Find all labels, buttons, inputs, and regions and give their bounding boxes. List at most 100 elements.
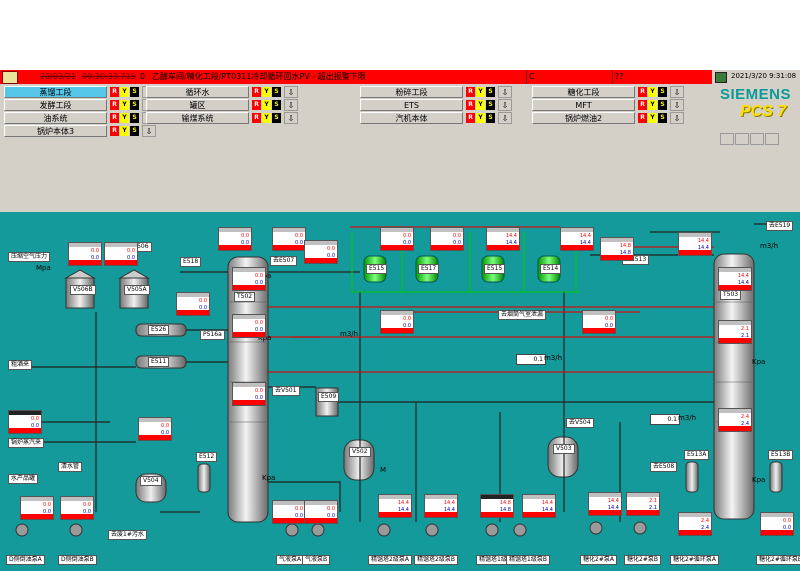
v503-label[interactable]: V503 [553,444,575,454]
e517-label[interactable]: E517 [418,264,440,274]
pump-label[interactable]: D侧倒油泵B [58,555,97,565]
open-area-icon[interactable]: ⇩ [498,112,512,124]
e512-label[interactable]: E512 [196,452,218,462]
area-label[interactable]: 罐区 [146,99,249,111]
toolbar-button-2[interactable] [735,133,749,145]
pump-label[interactable]: D侧倒油泵A [6,555,45,565]
p516a-label[interactable]: P516a [200,330,225,340]
open-area-icon[interactable]: ⇩ [498,86,512,98]
area-label[interactable]: 汽机本体 [360,112,463,124]
open-area-icon[interactable]: ⇩ [284,86,298,98]
e515-label[interactable]: E515 [366,264,388,274]
area-label[interactable]: 糖化工段 [532,86,635,98]
pump-label[interactable]: 糖化2#泵A [580,555,617,565]
open-area-icon[interactable]: ⇩ [284,99,298,111]
e513b-label[interactable]: E513B [768,450,794,460]
area-label[interactable]: ETS [360,99,463,111]
toolbar-button-1[interactable] [720,133,734,145]
e513a-label[interactable]: E513A [684,450,710,460]
flow-readout-1[interactable]: 0.1 [516,354,546,365]
pump-label[interactable]: 糖化2#循环泵A [670,555,719,565]
acknowledge-icon[interactable] [2,71,18,84]
v505a-label[interactable]: V505A [124,285,150,295]
e509-label[interactable]: E509 [318,392,340,402]
open-area-icon[interactable]: ⇩ [670,99,684,111]
area-label[interactable]: 输煤系统 [146,112,249,124]
open-area-icon[interactable]: ⇩ [670,86,684,98]
e518-label[interactable]: E518 [180,257,202,267]
v502-label[interactable]: V502 [349,447,371,457]
pump-label[interactable]: 糖化2#泵B [624,555,661,565]
area-label[interactable]: 发酵工段 [4,99,107,111]
open-area-icon[interactable]: ⇩ [498,99,512,111]
open-area-icon[interactable]: ⇩ [142,125,156,137]
toolbar-button-4[interactable] [765,133,779,145]
area-label[interactable]: 锅炉燃油2 [532,112,635,124]
v504-label[interactable]: V504 [140,476,162,486]
t503-label[interactable]: T503 [720,290,742,300]
pump-label[interactable]: 精馏塔1级泵B [506,555,550,565]
toolbar-button-3[interactable] [750,133,764,145]
e526-label[interactable]: E526 [148,325,170,335]
e511-label[interactable]: E511 [148,357,170,367]
tank-v502[interactable] [343,439,375,481]
pump-label[interactable]: 糖化2#循环泵B [756,555,800,565]
v506b-label[interactable]: V506B [70,285,96,295]
area-label[interactable]: 油系统 [4,112,107,124]
exchanger-e513a[interactable] [685,461,699,493]
open-area-icon[interactable]: ⇩ [284,112,298,124]
open-area-icon[interactable]: ⇩ [670,112,684,124]
pump-label[interactable]: 气液泵A [276,555,305,565]
alarm-bar[interactable]: 20/03/21 09:20:33.715 0 乙醇车间/精化工段/PT0311… [0,70,712,84]
area-label[interactable]: 锅炉本体3 [4,125,107,137]
pump-label[interactable]: 气液泵B [302,555,331,565]
area-label[interactable]: 粉碎工段 [360,86,463,98]
exchanger-e513b[interactable] [769,461,783,493]
e514-label[interactable]: E514 [540,264,562,274]
t502-label[interactable]: T502 [234,292,256,302]
tank-v503[interactable] [547,436,579,478]
pump-label[interactable]: 精馏塔2级泵B [414,555,458,565]
area-label[interactable]: 蒸馏工段 [4,86,107,98]
exchanger-e512[interactable] [197,463,211,493]
pump-label[interactable]: 精馏塔2级泵A [368,555,412,565]
area-label[interactable]: MFT [532,99,635,111]
area-label[interactable]: 循环水 [146,86,249,98]
flow-readout-2[interactable]: 0.1 [650,414,680,425]
e515b-label[interactable]: E515 [484,264,506,274]
